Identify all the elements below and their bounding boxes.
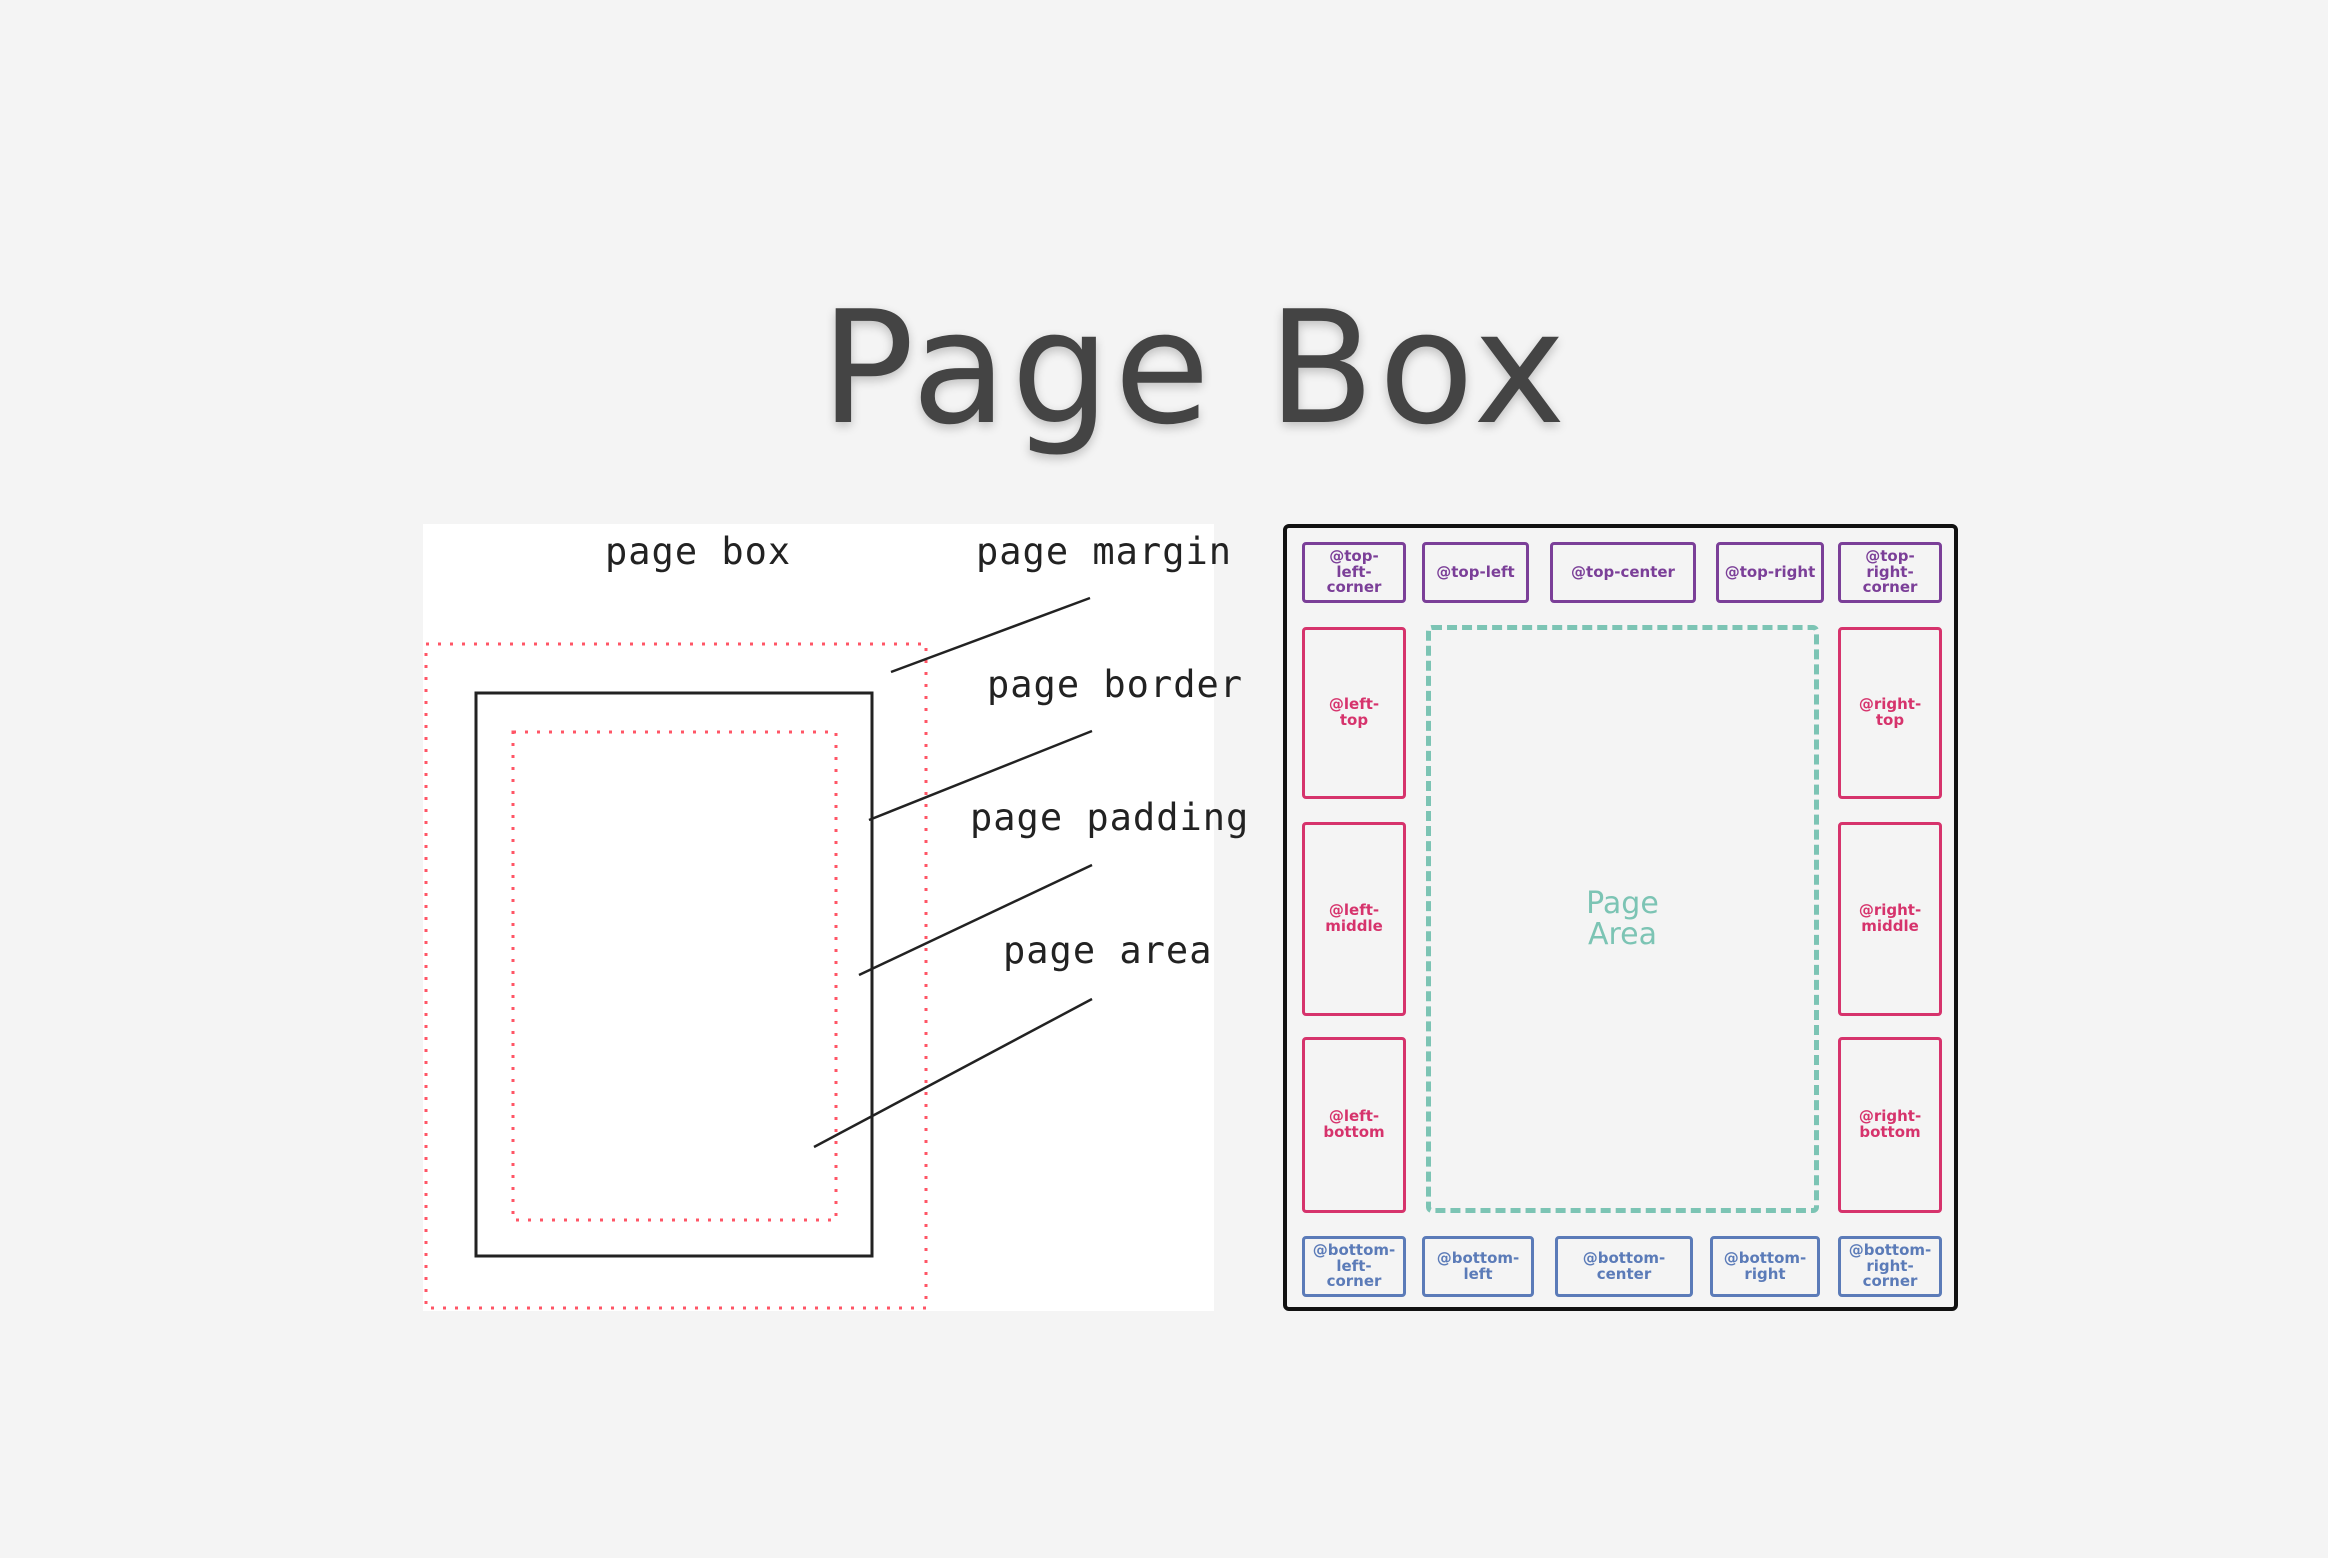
top-right-corner-box: @top- right- corner — [1838, 542, 1942, 603]
left-bottom-box: @left- bottom — [1302, 1037, 1406, 1213]
bottom-left-box: @bottom- left — [1422, 1236, 1534, 1297]
page-padding-outline — [511, 730, 838, 1222]
page-margin-outline — [424, 642, 928, 1310]
top-right-box: @top-right — [1716, 542, 1824, 603]
left-top-box: @left- top — [1302, 627, 1406, 799]
page-margin-label: page margin — [976, 530, 1233, 573]
right-bottom-box: @right- bottom — [1838, 1037, 1942, 1213]
page-border-leader — [868, 729, 1093, 822]
top-left-corner-box: @top- left- corner — [1302, 542, 1406, 603]
top-left-box: @top-left — [1422, 542, 1529, 603]
bottom-left-corner-box: @bottom- left- corner — [1302, 1236, 1406, 1297]
page-padding-label: page padding — [970, 796, 1250, 839]
right-top-box: @right- top — [1838, 627, 1942, 799]
page-box-illustration — [424, 596, 1093, 1310]
top-center-box: @top-center — [1550, 542, 1696, 603]
bottom-center-box: @bottom- center — [1555, 1236, 1693, 1297]
page-area-text: Page Area — [1586, 885, 1659, 952]
bottom-right-corner-box: @bottom- right- corner — [1838, 1236, 1942, 1297]
page-area-leader — [813, 997, 1093, 1149]
page-area-label: page area — [1003, 929, 1213, 972]
page-margin-leader — [890, 596, 1091, 674]
page-title: Page Box — [820, 277, 1570, 459]
page-box-label: page box — [605, 530, 792, 573]
page-border-label: page border — [987, 663, 1244, 706]
margin-boxes-diagram: @top- left- corner @top-left @top-center… — [1283, 524, 1958, 1311]
left-middle-box: @left- middle — [1302, 822, 1406, 1016]
page-area-box: Page Area — [1426, 625, 1819, 1213]
page-border-outline — [474, 691, 874, 1258]
page-padding-leader — [858, 863, 1093, 977]
page-box-diagram: page box page margin page border page pa… — [423, 524, 1248, 1311]
bottom-right-box: @bottom- right — [1710, 1236, 1820, 1297]
right-middle-box: @right- middle — [1838, 822, 1942, 1016]
